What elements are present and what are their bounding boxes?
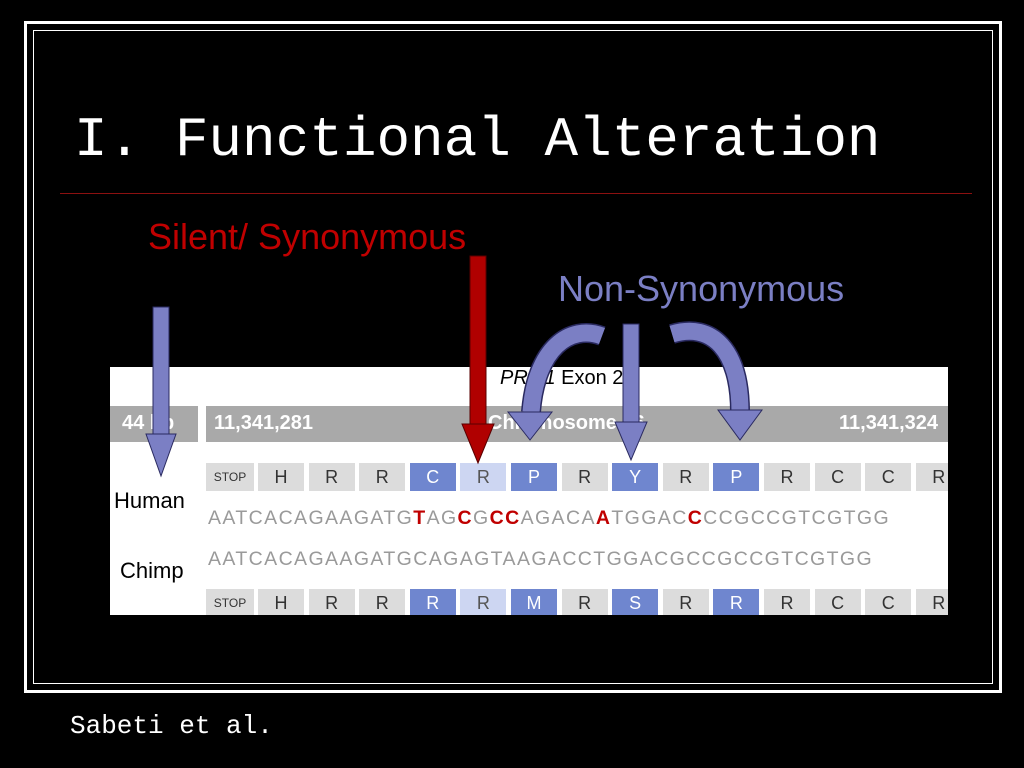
human-amino-acid-11: R — [764, 463, 810, 491]
human-amino-acid-7: R — [561, 463, 608, 491]
human-amino-acid-1: H — [258, 463, 304, 491]
chimp-amino-acid-1: H — [258, 589, 304, 615]
chrom-name: Chromosome 16 — [488, 412, 645, 434]
human-amino-acid-4: C — [409, 463, 456, 491]
sequence-segment: CCGCCGTCGTGG — [703, 507, 891, 529]
sequence-segment: AATCACAGAAGATG — [208, 507, 414, 529]
silent-synonymous-label: Silent/ Synonymous — [148, 216, 467, 257]
chimp-amino-acid-7: R — [561, 589, 608, 615]
non-synonymous-label: Non-Synonymous — [558, 268, 845, 309]
figure-title: PRM1 Exon 2 — [500, 367, 623, 390]
sequence-segment: AG — [426, 507, 458, 529]
chrom-start-coord: 11,341,281 — [214, 412, 313, 434]
sequence-segment: G — [473, 507, 490, 529]
slide-title: I. Functional Alteration — [74, 108, 881, 172]
human-amino-acid-5: R — [460, 463, 507, 491]
chimp-amino-acid-12: C — [814, 589, 861, 615]
human-amino-acid-6: P — [511, 463, 557, 491]
mutated-base: T — [413, 507, 427, 529]
chimp-amino-acid-0: STOP — [206, 589, 254, 615]
slide-frame-outer — [24, 21, 1002, 693]
chimp-amino-acid-3: R — [359, 589, 406, 615]
title-divider — [60, 193, 972, 194]
chimp-amino-acid-8: S — [612, 589, 659, 615]
chimp-amino-acid-5: R — [460, 589, 507, 615]
slide-frame-inner — [33, 30, 993, 684]
human-amino-acid-13: C — [865, 463, 912, 491]
chimp-label: Chimp — [120, 558, 184, 583]
human-amino-acid-3: R — [359, 463, 406, 491]
chimp-amino-acid-9: R — [662, 589, 709, 615]
chimp-dna-sequence: AATCACAGAAGATGCAGAGTAAGACCTGGACGCCGCCGTC… — [208, 548, 874, 570]
human-amino-acid-8: Y — [612, 463, 659, 491]
mutated-base: C — [457, 507, 474, 529]
gene-name: PRM1 — [500, 367, 556, 389]
chimp-amino-acid-2: R — [308, 589, 355, 615]
chromosome-bar: 11,341,281 Chromosome 16 11,341,324 — [206, 406, 948, 442]
mutated-base: C — [687, 507, 704, 529]
human-label: Human — [114, 488, 185, 513]
chrom-end-coord: 11,341,324 — [839, 412, 938, 434]
chimp-amino-acid-4: R — [409, 589, 456, 615]
human-amino-acid-9: R — [662, 463, 709, 491]
sequence-segment: AGACA — [520, 507, 596, 529]
bp-length-label: 44 bp — [122, 412, 175, 434]
mutated-base: CC — [489, 507, 521, 529]
sequence-segment: TGGAC — [611, 507, 688, 529]
chimp-amino-acid-10: R — [713, 589, 760, 615]
human-amino-acid-10: P — [713, 463, 760, 491]
human-dna-sequence: AATCACAGAAGATGTAGCGCCAGACAATGGACCCCGCCGT… — [208, 507, 890, 530]
human-amino-acid-2: R — [308, 463, 355, 491]
exon-label: Exon 2 — [555, 367, 624, 389]
chimp-amino-acid-14: R — [915, 589, 948, 615]
human-amino-acid-0: STOP — [206, 463, 254, 491]
chimp-amino-acid-11: R — [764, 589, 810, 615]
chimp-amino-acid-13: C — [865, 589, 912, 615]
human-amino-acid-12: C — [814, 463, 861, 491]
chimp-amino-acid-6: M — [511, 589, 557, 615]
bp-length-bar: 44 bp — [110, 406, 198, 442]
citation: Sabeti et al. — [70, 711, 273, 741]
prm1-alignment-figure: PRM1 Exon 2 44 bp 11,341,281 Chromosome … — [110, 367, 948, 615]
human-amino-acid-14: R — [915, 463, 948, 491]
mutated-base: A — [595, 507, 612, 529]
